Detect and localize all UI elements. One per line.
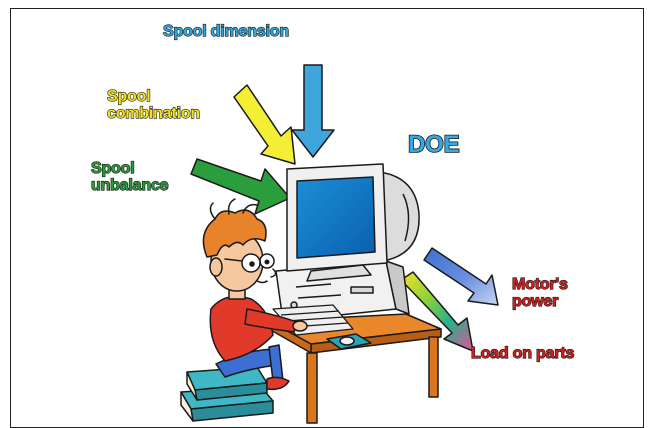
label-motors-power-line2: power xyxy=(512,294,568,311)
label-doe: DOE xyxy=(408,132,459,157)
label-spool-combination-line2: combination xyxy=(107,106,200,123)
label-spool-unbalance-line2: unbalance xyxy=(91,178,168,195)
label-motors-power: Motor's power xyxy=(512,277,568,311)
diagonal-arrow-icon xyxy=(424,248,498,305)
label-doe-text: DOE xyxy=(408,132,459,157)
computer-illustration xyxy=(287,164,419,281)
label-load-on-parts: Load on parts xyxy=(471,346,574,363)
label-load-on-parts-text: Load on parts xyxy=(471,346,574,363)
label-spool-dimension: Spool dimension xyxy=(163,24,289,41)
label-spool-combination: Spool combination xyxy=(107,89,200,123)
illustration-canvas xyxy=(11,9,644,428)
label-spool-unbalance-line1: Spool xyxy=(91,161,168,178)
down-arrow-icon xyxy=(292,65,334,157)
diagram-frame: Spool dimension Spool combination Spool … xyxy=(10,8,644,428)
label-motors-power-line1: Motor's xyxy=(512,277,568,294)
label-spool-dimension-text: Spool dimension xyxy=(163,24,289,41)
diagonal-arrow-icon xyxy=(234,85,295,164)
label-spool-combination-line1: Spool xyxy=(107,89,200,106)
diagonal-arrow-icon xyxy=(191,159,290,214)
label-spool-unbalance: Spool unbalance xyxy=(91,161,168,195)
